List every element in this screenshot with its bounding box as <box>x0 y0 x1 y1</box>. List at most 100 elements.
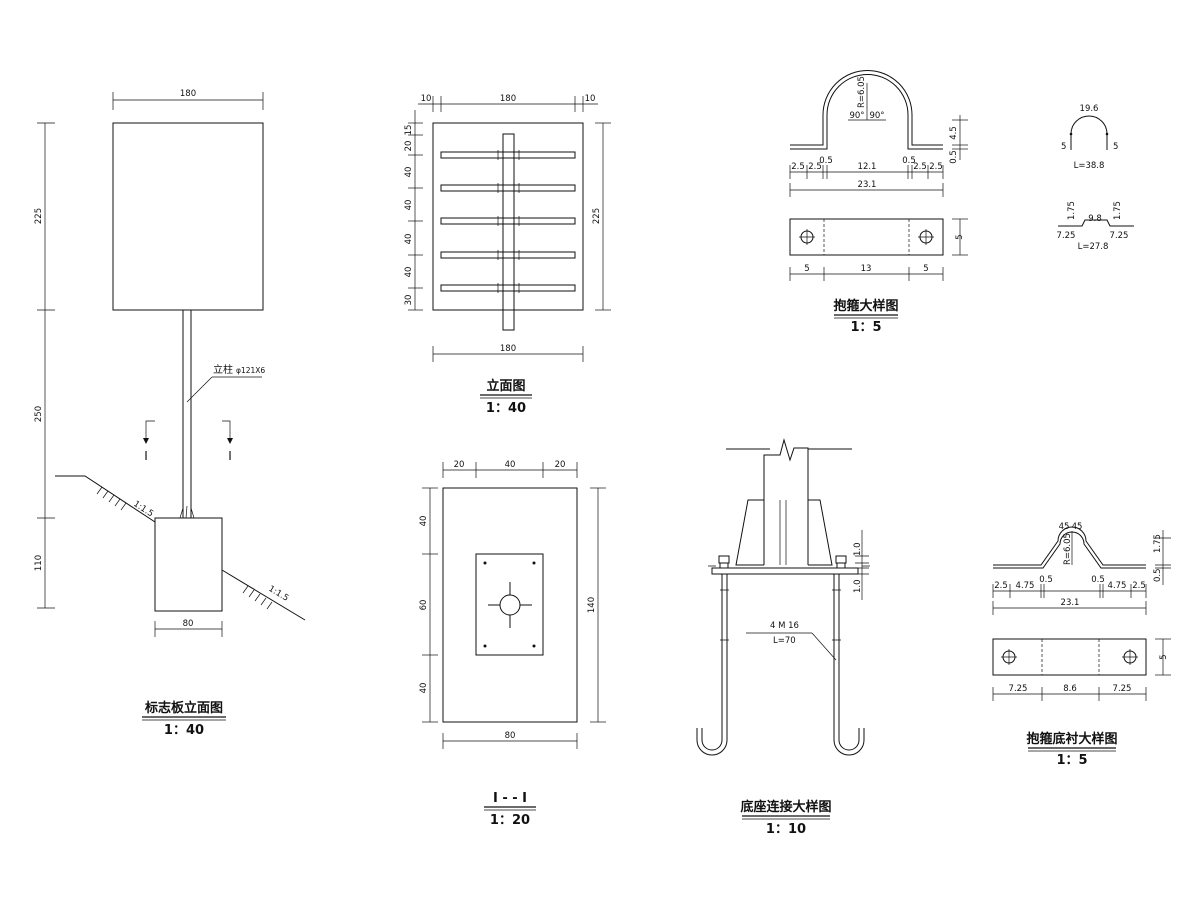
liner-d6: 2.5 <box>1132 581 1146 591</box>
stiffener-bar <box>440 217 576 225</box>
title-sign-elevation: 标志板立面图 <box>144 700 223 716</box>
lip-left: 1.75 <box>1067 201 1077 220</box>
hoop-p2: 13 <box>861 264 872 274</box>
ground-slope-right <box>221 569 306 621</box>
liner-outline <box>993 526 1146 566</box>
liner-thickness: 0.5 <box>1153 568 1163 582</box>
anchor-bolt-left <box>701 574 723 751</box>
dim-left-b: 60 <box>419 600 429 611</box>
small-details: 19.6 5 5 L=38.8 1.75 9.8 1.75 7.25 7.25 … <box>1057 104 1134 252</box>
dim-top-b: 40 <box>505 460 516 470</box>
dim-v3: 40 <box>404 167 414 178</box>
bolt-spec: 4 M 16 <box>770 621 799 631</box>
base-plate <box>475 553 544 656</box>
sign-board <box>112 122 264 311</box>
dim-right-height: 140 <box>587 597 597 613</box>
stiffener-bar <box>440 251 576 259</box>
dim-top-c: 20 <box>555 460 566 470</box>
liner-plate-height: 5 <box>1159 654 1169 659</box>
liner-radius: R=6.05 <box>1063 533 1073 565</box>
liner-h-right: 1.75 <box>1153 534 1163 553</box>
liner-d1: 2.5 <box>994 581 1008 591</box>
post-hole <box>499 594 521 616</box>
base-connection-view: 1.0 1.0 4 M 16 L=70 底座连接大样图 1：10 <box>696 438 870 837</box>
hoop-d1: 2.5 <box>791 162 805 172</box>
title-hoop-detail: 抱箍大样图 <box>833 298 898 314</box>
hoop-p3: 5 <box>923 264 928 274</box>
section-mark-right: I <box>228 449 232 463</box>
hoop-outline <box>790 70 943 146</box>
dim-top-a: 20 <box>454 460 465 470</box>
dim-top-width: 180 <box>500 94 516 104</box>
liner-p3: 7.25 <box>1113 684 1132 694</box>
stiffener-bar <box>440 151 576 159</box>
anchor-bolt-right <box>838 574 860 751</box>
section-mark-left: I <box>144 449 148 463</box>
foundation-plan <box>442 487 578 723</box>
dim-left-c: 40 <box>419 683 429 694</box>
hoop-liner-view: 45 45 R=6.05 1.75 0.5 2.5 4.75 0.5 0.5 4… <box>992 522 1171 768</box>
hoop-d5: 0.5 <box>902 156 916 166</box>
title-base-connection: 底座连接大样图 <box>740 799 831 815</box>
hoop-d4: 12.1 <box>858 162 877 172</box>
liner-p1: 7.25 <box>1009 684 1028 694</box>
stiffener-bar <box>440 184 576 192</box>
liner-d5: 4.75 <box>1108 581 1127 591</box>
hoop-plate-height: 5 <box>955 234 965 239</box>
slope-left-label: 1:1.5 <box>131 499 155 519</box>
post-break <box>763 438 809 565</box>
stiffener-bar <box>440 284 576 292</box>
liner-d2: 4.75 <box>1016 581 1035 591</box>
scale-section: 1：20 <box>490 813 530 828</box>
section-view: 20 40 20 40 60 40 140 80 I - - I <box>419 460 606 828</box>
dim-bottom-width: 180 <box>500 344 516 354</box>
dim-foundation-width: 80 <box>183 619 194 629</box>
gusset-right <box>808 499 833 566</box>
scale-hoop-liner: 1：5 <box>1056 753 1087 768</box>
base-plate-side <box>711 567 859 575</box>
hoop-d6: 2.5 <box>913 162 927 172</box>
dim-post-height: 250 <box>34 406 44 422</box>
lip-mid: 9.8 <box>1088 214 1102 224</box>
dim-width-top: 180 <box>180 89 196 99</box>
liner-plate <box>992 638 1147 676</box>
arc-left: 5 <box>1061 142 1066 152</box>
dim-right-height: 225 <box>592 208 602 224</box>
hoop-plate <box>789 218 944 256</box>
liner-angle-right: 45 <box>1072 522 1083 532</box>
hoop-angle-left: 90° <box>849 111 864 121</box>
liner-angle-left: 45 <box>1059 522 1070 532</box>
dim-v2: 20 <box>404 141 414 152</box>
ground-slope-left <box>55 475 156 523</box>
arc-right: 5 <box>1113 142 1118 152</box>
front-post <box>502 133 515 331</box>
dim-v4: 40 <box>404 200 414 211</box>
front-board <box>432 122 584 311</box>
sign-elevation-view: 180 225 250 110 立柱 φ121X6 I I 1:1.5 <box>34 89 306 738</box>
base-h1: 1.0 <box>853 542 863 556</box>
dim-left-margin: 10 <box>421 94 432 104</box>
front-view: 10 180 10 15 20 40 40 40 40 30 225 <box>404 94 611 416</box>
liner-d4: 0.5 <box>1091 575 1105 585</box>
arc-bar <box>1070 115 1108 150</box>
dim-v6: 40 <box>404 267 414 278</box>
post-spec: φ121X6 <box>236 366 265 375</box>
lip-length: L=27.8 <box>1078 242 1109 252</box>
gusset-left <box>735 499 764 566</box>
dim-foundation-height: 110 <box>34 555 44 571</box>
liner-total: 23.1 <box>1061 598 1080 608</box>
lip-right: 1.75 <box>1113 201 1123 220</box>
arc-length: L=38.8 <box>1074 161 1105 171</box>
scale-base-connection: 1：10 <box>766 822 806 837</box>
dim-left-a: 40 <box>419 516 429 527</box>
hoop-radius: R=6.05 <box>857 76 867 108</box>
lip-bottom-left: 7.25 <box>1057 231 1076 241</box>
title-front-view: 立面图 <box>486 378 525 394</box>
hoop-detail-view: R=6.05 90° 90° 4.5 0.5 2.5 2.5 0.5 12.1 … <box>789 70 968 335</box>
hoop-d2: 2.5 <box>808 162 822 172</box>
scale-hoop-detail: 1：5 <box>850 320 881 335</box>
post-label: 立柱 <box>213 363 233 376</box>
lip-bar <box>1058 219 1134 227</box>
slope-right-label: 1:1.5 <box>266 584 290 604</box>
